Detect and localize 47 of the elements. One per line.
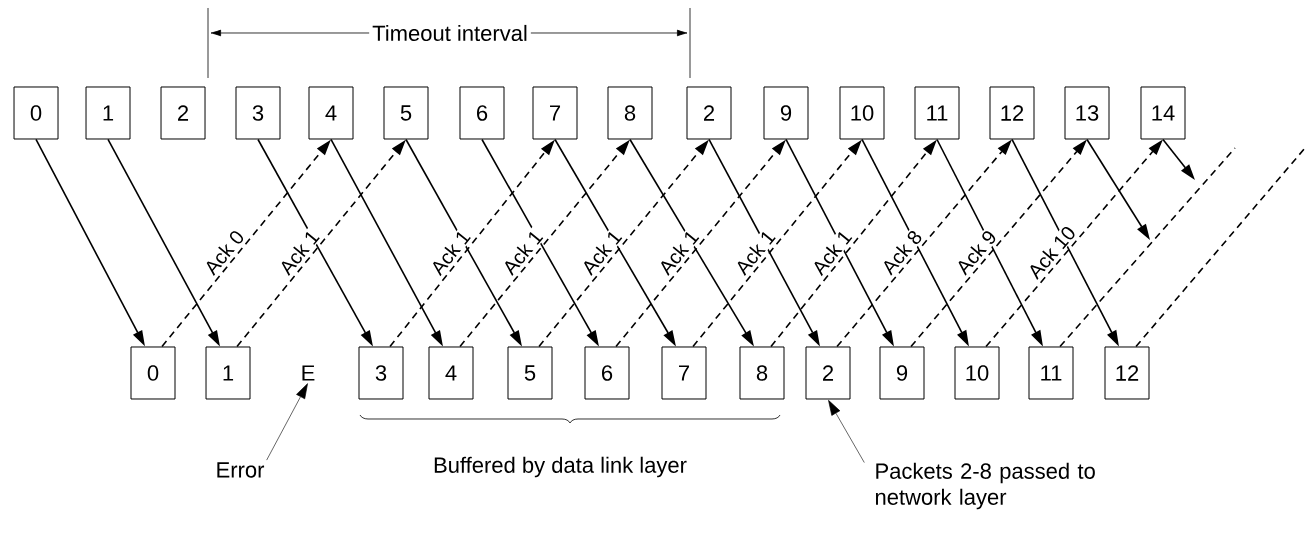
edge-label: Ack 1 (732, 226, 778, 278)
leader-line (828, 400, 865, 463)
frame-box: 6 (459, 86, 505, 140)
frame-box: 2 (160, 86, 206, 140)
frame-box: 2 (686, 86, 732, 140)
dimension-label: Timeout interval (369, 21, 531, 45)
frame-box: 7 (661, 346, 707, 400)
edge-label: Ack 1 (578, 226, 625, 278)
frame-box: 8 (739, 346, 785, 400)
frame-box: 10 (839, 86, 885, 140)
frame-box: 4 (428, 346, 474, 400)
frame-box: 9 (879, 346, 925, 400)
frame-box: 4 (308, 86, 354, 140)
frame-box: 12 (989, 86, 1035, 140)
edge-label: Ack 1 (427, 226, 473, 278)
frame-box: 10 (954, 346, 1000, 400)
frame-box: 11 (914, 86, 960, 140)
edge-label: Ack 0 (201, 226, 247, 278)
frame-box: 7 (532, 86, 578, 140)
edge-label: Ack 8 (878, 226, 925, 278)
edge-label: Ack 1 (499, 226, 546, 278)
brace-label: Buffered by data link layer (434, 456, 687, 478)
edge-label: Ack 10 (1024, 222, 1079, 282)
frame-box: 5 (383, 86, 429, 140)
frame-box: 8 (607, 86, 653, 140)
frame-box: 12 (1104, 346, 1150, 400)
frame-box: 14 (1140, 86, 1186, 140)
frame-box: 0 (130, 346, 176, 400)
edge-label: Ack 1 (276, 226, 322, 278)
frame-box: 1 (205, 346, 251, 400)
frame-box: 1 (85, 86, 131, 140)
frame-box: 6 (584, 346, 630, 400)
leader-line (266, 383, 308, 461)
edge-label: Ack 1 (808, 226, 855, 278)
frame-box: 5 (507, 346, 553, 400)
frame-box: 3 (235, 86, 281, 140)
frame-box: 13 (1064, 86, 1110, 140)
frame-box: 3 (358, 346, 404, 400)
callout-text: Error (217, 462, 265, 478)
frame-box: 0 (13, 86, 59, 140)
frame-box: 9 (763, 86, 809, 140)
edge-label: Ack 1 (655, 226, 702, 278)
frame-box: 11 (1028, 346, 1074, 400)
frame-box: 2 (805, 346, 851, 400)
callout-text: Packets 2-8 passed to network layer (875, 462, 1095, 510)
frame-letter: E (302, 365, 315, 381)
edge-label: Ack 9 (952, 226, 1000, 278)
